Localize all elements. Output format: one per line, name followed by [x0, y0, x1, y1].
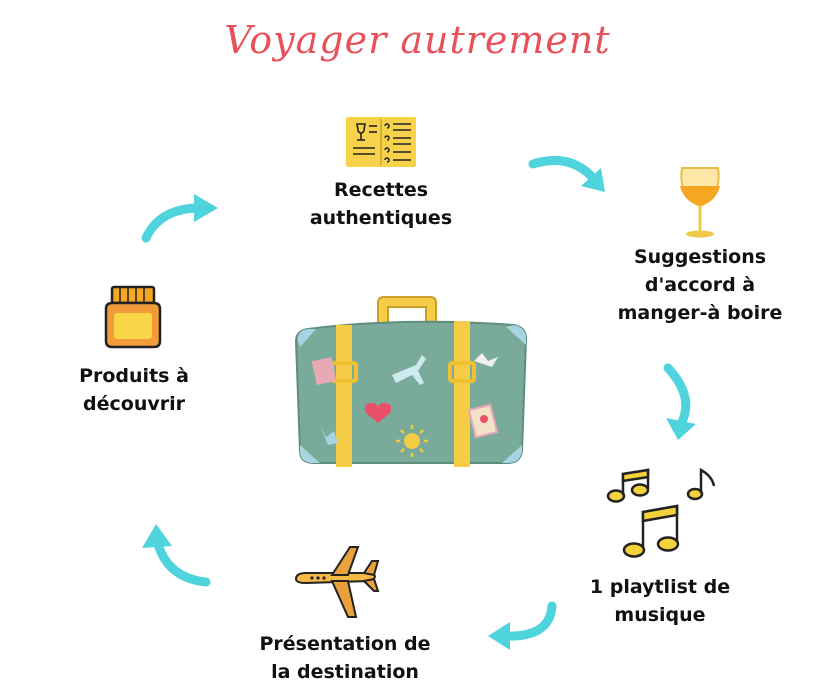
- wine-glass-icon: [680, 167, 720, 238]
- item-label-suggestions: Suggestions d'accord à manger-à boire: [617, 246, 783, 324]
- recipe-book-icon: [346, 117, 416, 167]
- arrow-presentation-to-produits-icon: [142, 524, 211, 587]
- arrow-produits-to-recettes-icon: [141, 194, 218, 243]
- item-label-presentation: Présentation de la destination: [259, 633, 431, 683]
- item-label-recettes: Recettes authentiques: [309, 179, 453, 229]
- item-label-playlist: 1 playtlist de musique: [589, 576, 731, 626]
- item-label-produits: Produits à découvrir: [79, 365, 189, 415]
- honey-jar-icon: [104, 285, 162, 349]
- arrow-playlist-to-presentation-icon: [488, 601, 557, 650]
- music-notes-icon: [606, 467, 716, 558]
- arrow-recettes-to-suggestions-icon: [528, 155, 605, 192]
- diagram-title: Voyager autrement: [224, 18, 611, 62]
- suitcase-icon: [294, 296, 528, 467]
- airplane-icon: [294, 546, 380, 618]
- arrow-suggestions-to-playlist-icon: [663, 363, 696, 440]
